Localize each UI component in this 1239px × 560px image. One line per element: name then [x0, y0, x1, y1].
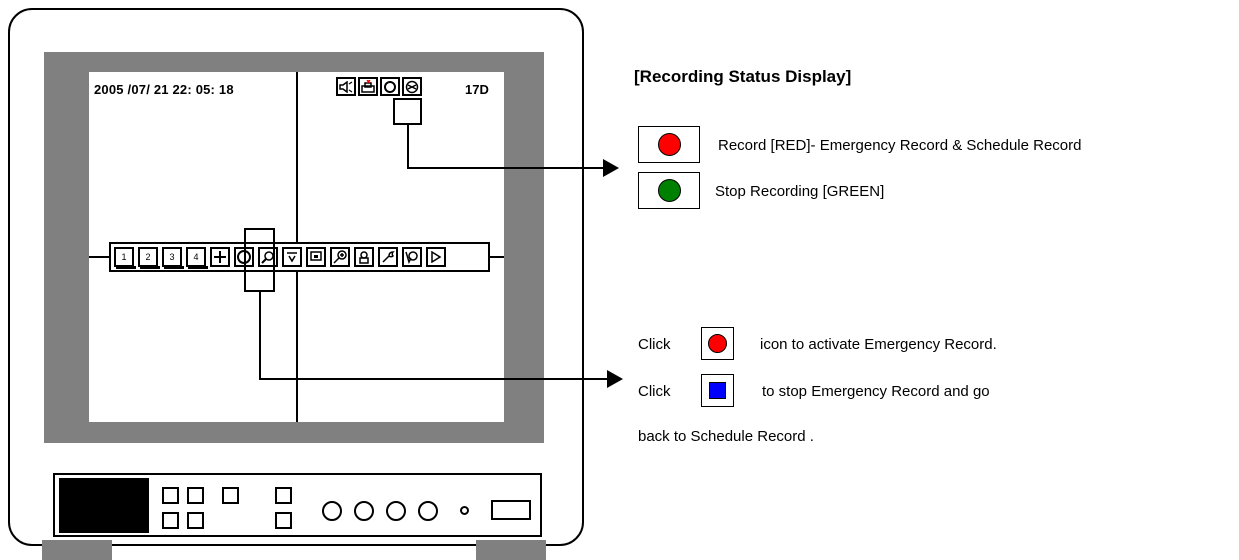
connector-line [259, 292, 261, 380]
power-led [460, 506, 469, 515]
connector-line [407, 167, 603, 169]
osd-toolbar: 1 2 3 4 [109, 242, 490, 272]
legend-stop-label: Stop Recording [GREEN] [715, 183, 885, 200]
blue-square-icon [709, 382, 726, 399]
front-knob [322, 501, 342, 521]
front-knob [386, 501, 406, 521]
instruction-click-prefix: Click [638, 336, 671, 353]
front-button [162, 487, 179, 504]
arrow-right-icon [607, 370, 623, 388]
green-circle-icon [657, 179, 681, 202]
record-circle-icon [380, 77, 400, 96]
playback-icon[interactable] [282, 247, 302, 267]
front-slot [491, 500, 531, 520]
front-button [275, 512, 292, 529]
quad-divider-right [490, 256, 504, 258]
legend-record-label: Record [RED]- Emergency Record & Schedul… [718, 137, 1082, 154]
front-button [275, 487, 292, 504]
channel-3-button[interactable]: 3 [162, 247, 184, 269]
callout-box-status [393, 98, 422, 125]
callout-box-record-button [244, 228, 275, 292]
quad-divider-left [89, 256, 109, 258]
zoom-icon[interactable] [330, 247, 350, 267]
lock-icon [358, 77, 378, 96]
front-button [187, 487, 204, 504]
instruction-click-prefix: Click [638, 383, 671, 400]
front-button [222, 487, 239, 504]
channel-4-button[interactable]: 4 [186, 247, 208, 269]
instruction-line3: back to Schedule Record . [638, 428, 814, 445]
arrow-right-icon [603, 159, 619, 177]
front-button [187, 512, 204, 529]
osd-datetime: 2005 /07/ 21 22: 05: 18 [94, 82, 234, 97]
legend-stop-swatch [638, 172, 700, 209]
ptz-icon[interactable] [402, 247, 422, 267]
osd-status-icons [336, 77, 424, 96]
setup-icon[interactable] [378, 247, 398, 267]
display-icon[interactable] [306, 247, 326, 267]
front-display-window [59, 478, 149, 533]
monitor-foot-left [42, 540, 112, 560]
osd-channel-label: 17D [465, 82, 489, 97]
play-icon[interactable] [426, 247, 446, 267]
instruction-line2: to stop Emergency Record and go [762, 383, 990, 400]
front-button [162, 512, 179, 529]
front-knob [354, 501, 374, 521]
red-circle-icon [657, 133, 681, 156]
speaker-icon [336, 77, 356, 96]
connector-line [259, 378, 607, 380]
instruction-line1: icon to activate Emergency Record. [760, 336, 997, 353]
quad-view-icon[interactable] [210, 247, 230, 267]
channel-2-button[interactable]: 2 [138, 247, 160, 269]
emergency-record-button-icon [701, 327, 734, 360]
stop-record-button-icon [701, 374, 734, 407]
panel-title: [Recording Status Display] [634, 67, 852, 86]
search-icon[interactable] [258, 247, 278, 267]
pip-icon[interactable] [354, 247, 374, 267]
channel-1-button[interactable]: 1 [114, 247, 136, 269]
connector-line [407, 125, 409, 169]
network-icon [402, 77, 422, 96]
front-knob [418, 501, 438, 521]
red-circle-icon [708, 334, 727, 353]
legend-record-swatch [638, 126, 700, 163]
monitor-foot-right [476, 540, 546, 560]
